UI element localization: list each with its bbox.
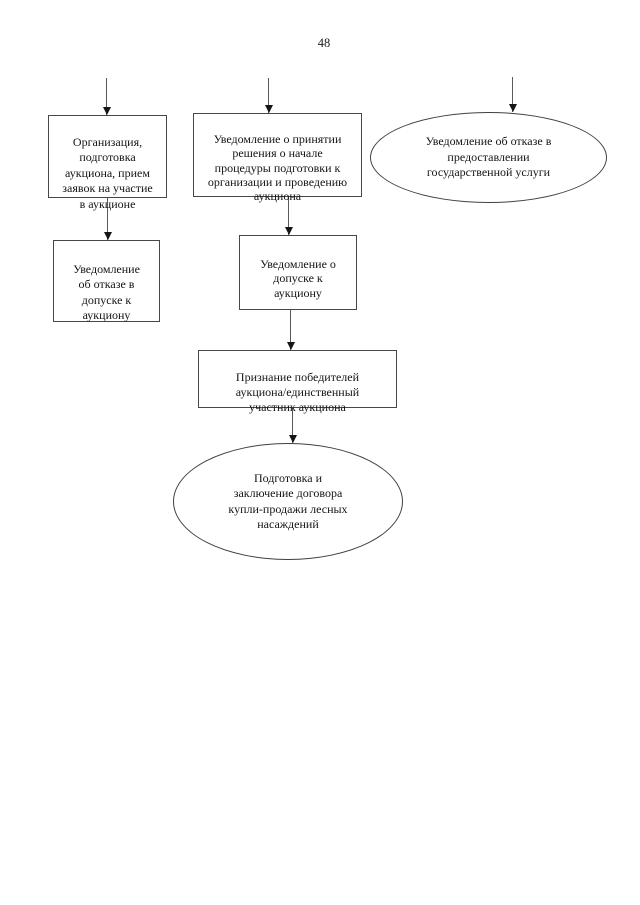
node-label: Уведомление о принятии решения о начале … — [207, 132, 348, 204]
node-contract-preparation: Подготовка и заключение договора купли-п… — [173, 443, 403, 560]
arrow-decision-to-admission — [284, 197, 293, 235]
node-notice-admission: Уведомление о допуске к аукциону — [239, 235, 357, 310]
node-notice-service-refusal: Уведомление об отказе в предоставлении г… — [370, 112, 607, 203]
node-notice-decision-to-start: Уведомление о принятии решения о начале … — [193, 113, 362, 203]
node-label: Уведомление об отказе в допуске к аукцио… — [73, 261, 140, 323]
arrow-organization-to-admission-refusal — [103, 198, 112, 240]
node-winners-recognition: Признание победителей аукциона/единствен… — [198, 350, 397, 414]
node-label: Организация, подготовка аукциона, прием … — [62, 134, 153, 211]
node-label: Уведомление о допуске к аукциону — [260, 256, 336, 300]
node-label: Подготовка и заключение договора купли-п… — [228, 470, 348, 532]
arrow-into-notice-decision — [264, 78, 273, 113]
node-auction-organization: Организация, подготовка аукциона, прием … — [48, 115, 167, 211]
arrow-into-notice-service-refusal — [508, 77, 517, 112]
arrow-winners-to-contract — [288, 408, 297, 443]
node-label: Признание победителей аукциона/единствен… — [235, 370, 360, 414]
arrow-into-auction-organization — [102, 78, 111, 115]
node-notice-admission-refusal: Уведомление об отказе в допуске к аукцио… — [53, 240, 160, 322]
arrow-admission-to-winners — [286, 310, 295, 350]
page-number: 48 — [317, 36, 331, 50]
node-label: Уведомление об отказе в предоставлении г… — [425, 134, 552, 180]
